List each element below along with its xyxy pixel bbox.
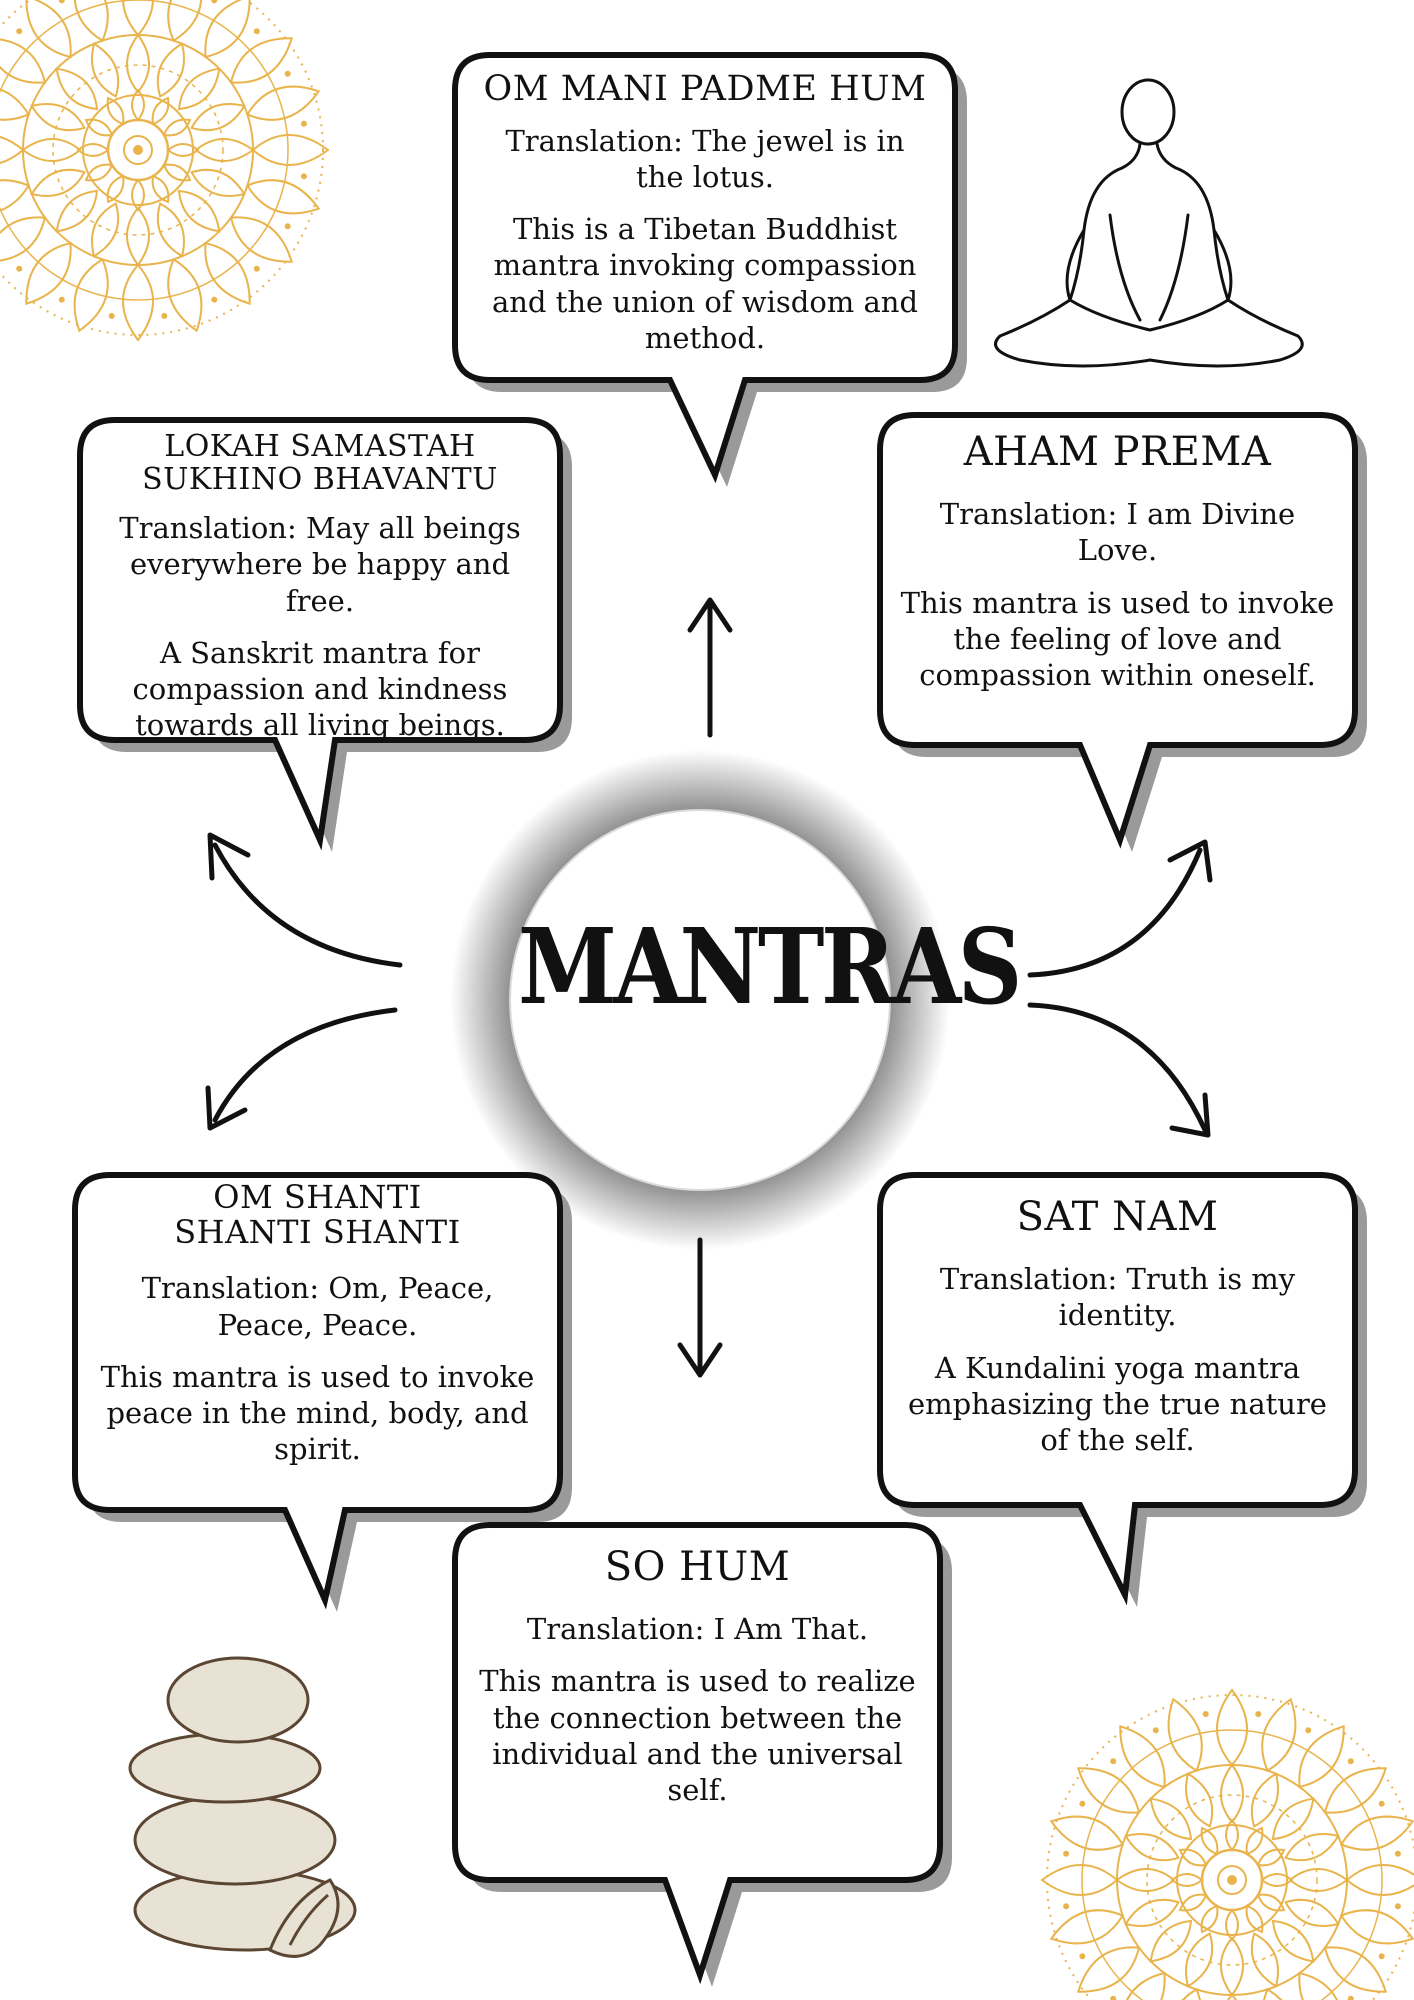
mantra-title: SAT NAM: [1016, 1194, 1219, 1240]
mantra-translation: Translation: May all beings everywhere b…: [119, 511, 521, 618]
mantra-om-shanti: OM SHANTI SHANTI SHANTI Translation: Om,…: [95, 1178, 540, 1484]
bubble-aham-prema: [877, 412, 1358, 849]
mantra-description: A Kundalini yoga mantra emphasizing the …: [908, 1350, 1327, 1458]
bubble-om-mani: [452, 52, 958, 484]
bubble-shapes: [72, 52, 1367, 1987]
bubble-om-shanti: [72, 1172, 563, 1610]
arrows: [205, 597, 1213, 1378]
arrow-lower-left-icon: [205, 1007, 398, 1131]
mantra-description: This mantra is used to realize the conne…: [479, 1664, 916, 1807]
mantra-title-line2: SUKHINO BHAVANTU: [142, 462, 498, 497]
arrow-upper-right-icon: [1027, 839, 1213, 978]
mantra-translation: Translation: Om, Peace, Peace, Peace.: [141, 1271, 494, 1342]
mantra-translation: Translation: The jewel is in the lotus.: [505, 123, 905, 194]
mantra-title: AHAM PREMA: [963, 429, 1272, 475]
mantra-title-line1: LOKAH SAMASTAH: [164, 429, 476, 464]
mantra-so-hum: SO HUM Translation: I Am That. This mant…: [475, 1545, 920, 1824]
arrow-lower-right-icon: [1027, 1002, 1211, 1138]
arrow-upper-left-icon: [207, 832, 403, 968]
mantra-lokah-samastah: LOKAH SAMASTAH SUKHINO BHAVANTU Translat…: [100, 430, 540, 760]
mantra-title: OM MANI PADME HUM: [483, 69, 927, 109]
mantra-title-line2: SHANTI SHANTI: [174, 1213, 461, 1252]
mantra-aham-prema: AHAM PREMA Translation: I am Divine Love…: [900, 430, 1335, 709]
mantra-description: This mantra is used to invoke the feelin…: [900, 585, 1335, 693]
mantra-description: A Sanskrit mantra for compassion and kin…: [132, 635, 508, 743]
mantra-title: SO HUM: [604, 1544, 791, 1590]
meditating-figure-icon: [994, 78, 1304, 368]
stacked-stones-icon: [128, 1656, 357, 1958]
mantra-translation: Translation: I am Divine Love.: [939, 497, 1296, 568]
mandala-bottom-right-icon: [1041, 1689, 1414, 2000]
mantra-sat-nam: SAT NAM Translation: Truth is my identit…: [900, 1195, 1335, 1474]
bubble-sat-nam: [877, 1172, 1358, 1606]
mandala-top-left-icon: [0, 0, 329, 341]
mantra-translation: Translation: I Am That.: [526, 1612, 869, 1646]
bubble-lokah-samastah: [77, 417, 563, 851]
mantra-translation: Translation: Truth is my identity.: [939, 1262, 1296, 1333]
arrow-up-icon: [687, 597, 733, 738]
bubble-so-hum: [452, 1522, 943, 1985]
mantra-om-mani: OM MANI PADME HUM Translation: The jewel…: [480, 70, 930, 372]
mantra-description: This mantra is used to invoke peace in t…: [100, 1359, 535, 1467]
mantra-title-line1: OM SHANTI: [213, 1178, 422, 1216]
mantra-description: This is a Tibetan Buddhist mantra invoki…: [491, 212, 919, 355]
center-circle: [509, 809, 891, 1191]
center-title: MANTRAS: [518, 905, 1022, 1028]
arrow-down-icon: [677, 1237, 723, 1378]
